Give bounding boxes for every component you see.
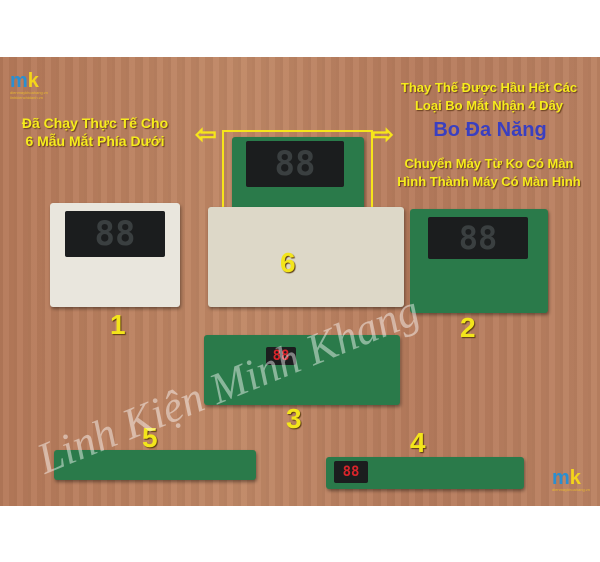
board-4: 88 (326, 457, 524, 489)
display-2: 88 (428, 217, 528, 259)
label-3: 3 (286, 403, 302, 434)
board-6 (208, 207, 404, 307)
right-arrow-icon: ⇨ (372, 119, 394, 149)
board-5 (54, 450, 256, 480)
board-3: 88 (204, 335, 400, 405)
board-2: 88 (410, 209, 548, 313)
seven-segment-display: 88 (246, 141, 344, 187)
display-3: 88 (266, 347, 296, 365)
label-2: 2 (460, 312, 476, 343)
board-1: 88 (50, 203, 180, 307)
product-name: Bo Đa Năng (433, 119, 547, 141)
display-1: 88 (65, 211, 165, 257)
display-4: 88 (334, 461, 368, 483)
label-4: 4 (410, 427, 426, 458)
label-6: 6 (280, 247, 296, 278)
label-5: 5 (142, 422, 158, 453)
left-arrow-icon: ⇦ (195, 119, 217, 149)
label-1: 1 (110, 309, 126, 340)
